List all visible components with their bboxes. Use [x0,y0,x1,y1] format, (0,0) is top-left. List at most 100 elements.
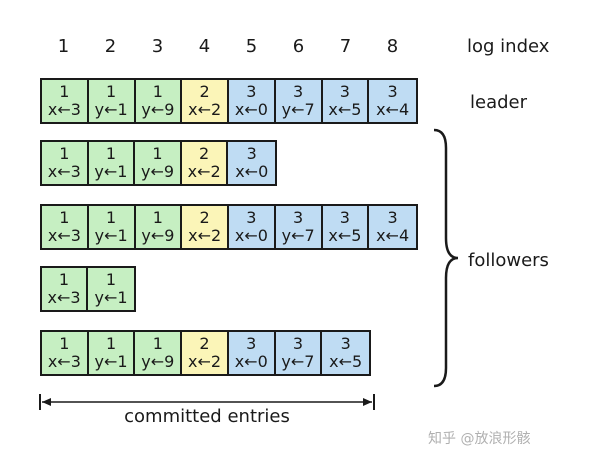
log-index-5: 5 [245,36,258,57]
entry-term: 1 [106,82,117,101]
entry-term: 2 [199,82,210,101]
entry-term: 3 [292,334,304,353]
log-index-8: 8 [386,36,399,57]
entry-term: 1 [106,208,117,227]
log-index-7: 7 [339,36,352,57]
entry-command: y←1 [94,288,128,307]
entry-term: 3 [387,208,398,227]
entry-command: y←7 [281,226,315,245]
entry-term: 1 [152,334,163,353]
entry-term: 2 [199,208,210,227]
entry-command: x←0 [234,100,268,119]
entry-term: 1 [152,82,163,101]
log-index-1: 1 [57,36,70,57]
entry-command: x←3 [47,288,81,307]
log-index-4: 4 [198,36,211,57]
entry-term: 1 [105,270,117,289]
entry-term: 1 [59,334,70,353]
entry-term: 3 [246,144,257,163]
entry-term: 3 [340,334,351,353]
entry-command: x←2 [187,352,222,371]
entry-term: 3 [293,82,304,101]
followers-brace [433,128,459,388]
entry-command: x←5 [328,226,362,245]
entry-term: 3 [246,208,257,227]
entry-command: x←5 [328,100,362,119]
entry-command: x←5 [329,352,363,371]
entry-command: x←3 [47,100,81,119]
entry-command: y←9 [141,226,175,245]
brace-path [433,128,459,388]
entry-command: y←9 [141,100,175,119]
log-index-3: 3 [151,36,164,57]
entry-command: y←1 [94,100,128,119]
committed-range-arrow [39,394,375,410]
entry-command: x←3 [47,162,81,181]
entry-command: x←4 [376,226,410,245]
entry-term: 1 [59,144,70,163]
entry-command: x←0 [234,352,268,371]
entry-term: 1 [59,82,70,101]
entry-term: 3 [246,82,257,101]
entry-command: x←3 [47,226,81,245]
log-index-label: log index [467,36,550,57]
commit-left-arrowhead [42,398,51,406]
entry-command: x←0 [235,162,269,181]
entry-term: 1 [58,270,70,289]
commit-right-arrowhead [363,398,372,406]
leader-label: leader [470,92,528,113]
entry-term: 1 [152,208,163,227]
entry-command: x←0 [234,226,268,245]
entry-term: 3 [387,82,398,101]
log-index-6: 6 [292,36,305,57]
entry-command: x←2 [187,162,221,181]
entry-command: y←1 [94,162,128,181]
entry-command: y←9 [140,162,175,181]
entry-term: 2 [199,334,210,353]
entry-term: 1 [152,144,163,163]
entry-term: 2 [199,144,210,163]
entry-command: x←2 [188,100,222,119]
entry-term: 3 [339,82,350,101]
entry-term: 1 [105,144,116,163]
entry-term: 3 [339,208,350,227]
entry-command: x←2 [188,226,222,245]
entry-term: 1 [105,334,117,353]
entry-term: 1 [59,208,70,227]
entry-term: 3 [246,334,257,353]
entry-command: y←7 [281,352,315,371]
